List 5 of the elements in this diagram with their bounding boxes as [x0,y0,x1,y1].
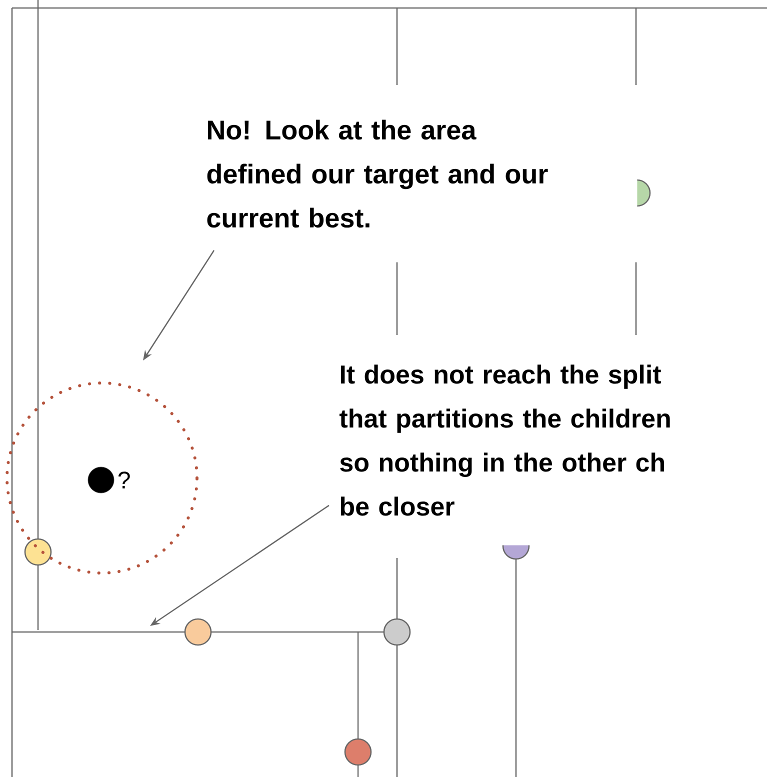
callout-text: No! Look at the area defined our target and our current best. [150,85,638,262]
callout-text: It does not reach the split that partitions the children so nothing in the other ch be closer [330,335,706,546]
search-radius-circle [6,382,198,574]
query-point [88,466,114,494]
point-label: ? [118,472,130,488]
